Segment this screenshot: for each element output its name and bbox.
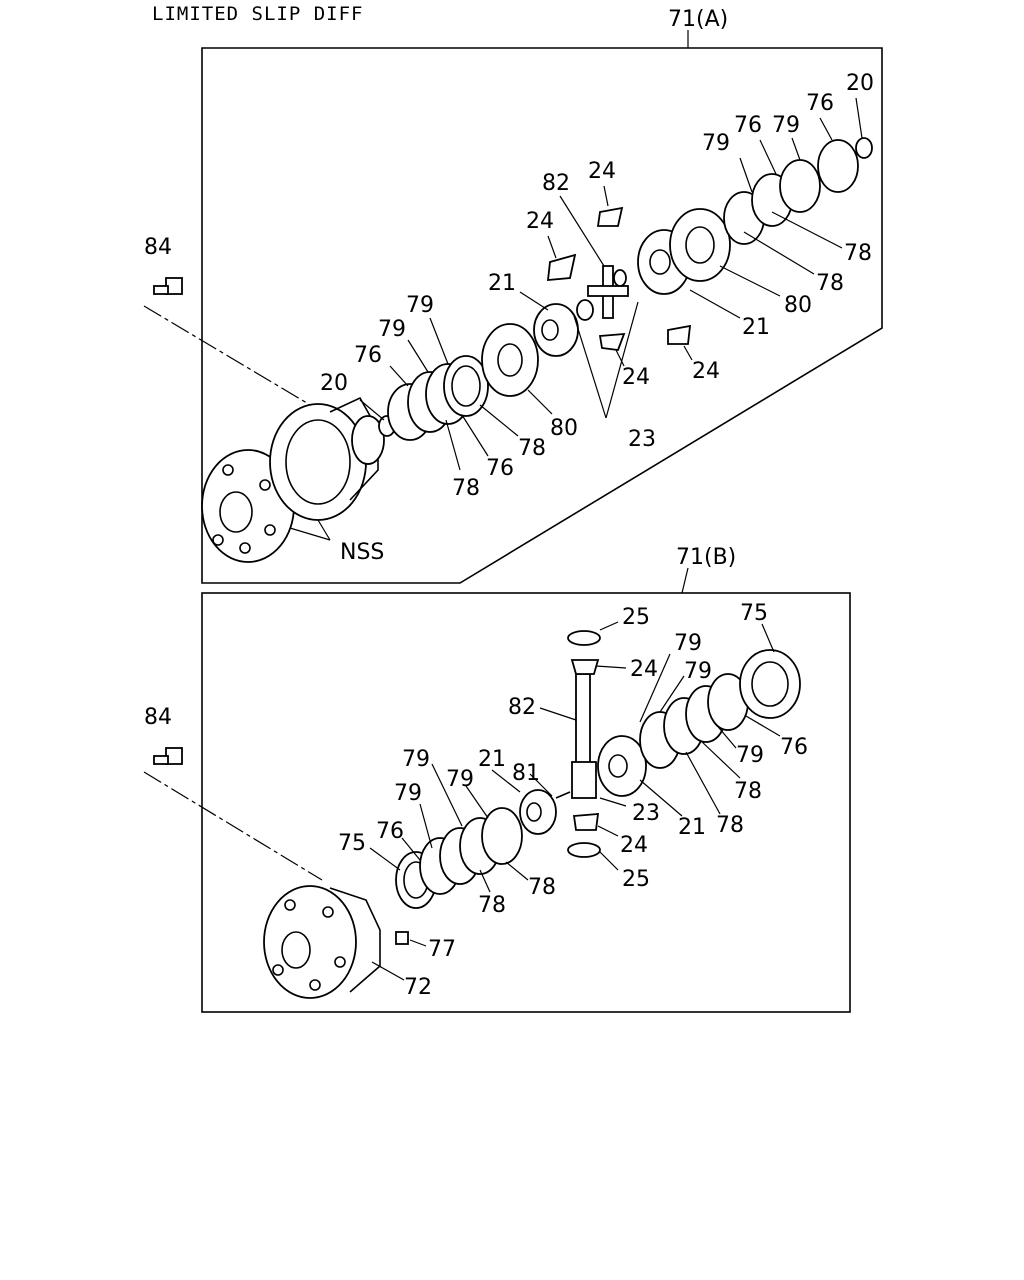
panel-b-frame xyxy=(201,592,851,1013)
panel-b-leaders xyxy=(369,621,781,981)
callout-a-78-right-2: 78 xyxy=(844,241,872,266)
callout-b-78-left-2: 78 xyxy=(528,875,556,900)
callout-a-76-right-1: 76 xyxy=(734,113,762,138)
panel-a-label: 71(A) xyxy=(668,7,728,32)
diff-case-72-b xyxy=(263,885,381,999)
callout-b-76-left: 76 xyxy=(376,819,404,844)
callout-b-81: 81 xyxy=(512,761,540,786)
diagram-title: LIMITED SLIP DIFF xyxy=(152,3,364,25)
callout-b-78-right-1: 78 xyxy=(716,813,744,838)
callout-b-77: 77 xyxy=(428,937,456,962)
bolt-axis-line-b xyxy=(143,771,323,881)
callout-b-78-right-2: 78 xyxy=(734,779,762,804)
callout-b-24-bottom: 24 xyxy=(620,833,648,858)
callout-b-75-left: 75 xyxy=(338,831,366,856)
shaft-82-b xyxy=(555,673,597,799)
callout-a-78-right-1: 78 xyxy=(816,271,844,296)
callout-b-79-right-2: 79 xyxy=(684,659,712,684)
callout-b-21-right: 21 xyxy=(678,815,706,840)
bolt-84-a xyxy=(153,277,183,295)
callout-a-21-right: 21 xyxy=(742,315,770,340)
panel-b-label: 71(B) xyxy=(676,545,736,570)
callout-a-nss: NSS xyxy=(340,540,384,565)
callout-b-24-top: 24 xyxy=(630,657,658,682)
panel-b-label-leader xyxy=(681,567,689,594)
callout-a-82: 82 xyxy=(542,171,570,196)
pinion-gears-24-a xyxy=(546,206,692,351)
callout-a-79-left-2: 79 xyxy=(406,293,434,318)
bolt-84-b xyxy=(153,747,183,765)
callout-a-78-left-1: 78 xyxy=(452,476,480,501)
callout-a-21-left: 21 xyxy=(488,271,516,296)
callout-b-82: 82 xyxy=(508,695,536,720)
bolt-axis-line-a xyxy=(143,305,323,413)
callout-a-76-mid: 76 xyxy=(486,456,514,481)
callout-a-78-left-2: 78 xyxy=(518,436,546,461)
callout-a-79-right-2: 79 xyxy=(772,113,800,138)
callout-a-20-left: 20 xyxy=(320,371,348,396)
panel-b-callouts: 25 24 75 79 79 82 79 76 21 81 23 21 78 7… xyxy=(144,601,808,1000)
clutch-pack-left-a xyxy=(378,323,539,441)
panel-b: 71(B) xyxy=(143,545,851,1013)
callout-b-79-left-2: 79 xyxy=(446,767,474,792)
callout-a-80-right: 80 xyxy=(784,293,812,318)
side-gear-21-left-b xyxy=(519,789,557,835)
callout-b-79-right-1: 79 xyxy=(674,631,702,656)
callout-a-80-left: 80 xyxy=(550,416,578,441)
callout-b-25-top: 25 xyxy=(622,605,650,630)
callout-b-79-left-1: 79 xyxy=(402,747,430,772)
callout-b-21-left: 21 xyxy=(478,747,506,772)
clutch-pack-right-a xyxy=(669,137,873,282)
callout-a-84: 84 xyxy=(144,235,172,260)
clutch-pack-right-b xyxy=(639,649,801,769)
callout-a-24-right: 24 xyxy=(692,359,720,384)
panel-a: 71(A) xyxy=(143,7,883,584)
cross-shaft-82-a xyxy=(576,265,629,321)
diff-housing-a xyxy=(201,396,385,563)
callout-a-24-bottom: 24 xyxy=(622,365,650,390)
callout-b-25-bottom: 25 xyxy=(622,867,650,892)
side-gear-21-right-b xyxy=(597,735,647,797)
callout-b-76-right: 76 xyxy=(780,735,808,760)
callout-a-79-left-1: 79 xyxy=(378,317,406,342)
callout-b-23: 23 xyxy=(632,801,660,826)
callout-a-76-right-2: 76 xyxy=(806,91,834,116)
callout-b-79-left-3: 79 xyxy=(394,781,422,806)
callout-b-75-right: 75 xyxy=(740,601,768,626)
panel-a-leaders xyxy=(289,97,863,541)
pinion-washers-b xyxy=(567,630,601,858)
callout-a-79-right-1: 79 xyxy=(702,131,730,156)
callout-a-24-top: 24 xyxy=(588,159,616,184)
side-gear-21-left-a xyxy=(533,303,579,357)
callout-b-72: 72 xyxy=(404,975,432,1000)
panel-a-callouts: 20 76 79 76 79 78 78 80 21 24 82 24 21 2… xyxy=(144,71,874,565)
callout-a-23: 23 xyxy=(628,427,656,452)
callout-b-79-right-3: 79 xyxy=(736,743,764,768)
callout-b-78-left-1: 78 xyxy=(478,893,506,918)
callout-a-24-top-left: 24 xyxy=(526,209,554,234)
callout-a-20-right: 20 xyxy=(846,71,874,96)
panel-a-frame xyxy=(201,47,883,584)
plug-77-b xyxy=(395,931,409,945)
callout-a-76-left: 76 xyxy=(354,343,382,368)
clutch-pack-left-b xyxy=(395,807,523,909)
callout-b-84: 84 xyxy=(144,705,172,730)
